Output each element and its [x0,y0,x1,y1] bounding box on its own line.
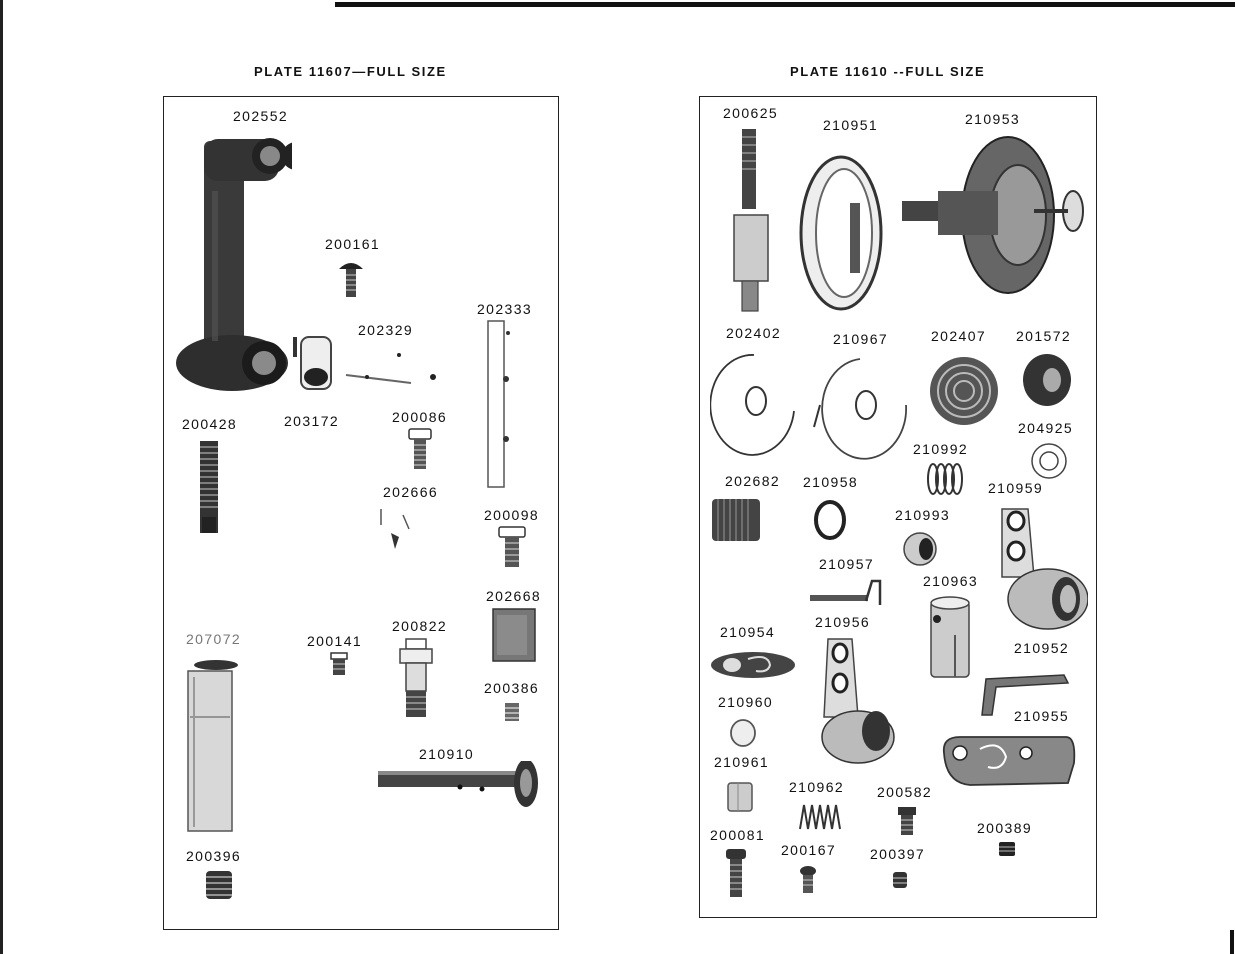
set-screw-icon [505,703,519,721]
part-label-200822: 200822 [392,618,448,634]
threaded-stud-icon [200,441,218,533]
flat-bar-icon [487,320,510,488]
part-label-202668: 202668 [486,588,542,604]
set-screw-icon [999,842,1015,856]
part-label-202333: 202333 [477,301,533,317]
set-screw-icon [206,871,232,899]
screw-icon [339,263,363,297]
plate-title-left: PLATE 11607—FULL SIZE [254,64,447,79]
part-label-200582: 200582 [877,784,933,800]
part-label-210993: 210993 [895,507,951,523]
screw-icon [898,807,916,835]
part-label-210963: 210963 [923,573,979,589]
tension-assembly-icon [902,136,1084,294]
top-rule [335,2,1235,7]
washer-icon [1031,443,1067,479]
part-label-200167: 200167 [781,842,837,858]
set-screw-icon [893,872,907,888]
disc-icon [730,719,756,747]
block-icon [492,608,536,662]
part-label-207072: 207072 [186,631,242,647]
nut-icon [1023,354,1071,406]
part-label-201572: 201572 [1016,328,1072,344]
part-label-210955: 210955 [1014,708,1070,724]
left-edge [0,0,3,954]
lever-icon [1001,508,1088,630]
pin-icon [727,782,753,812]
part-label-203172: 203172 [284,413,340,429]
part-label-200428: 200428 [182,416,238,432]
clip-icon [380,509,410,549]
part-label-210952: 210952 [1014,640,1070,656]
part-label-202407: 202407 [931,328,987,344]
part-label-202552: 202552 [233,108,289,124]
part-label-210958: 210958 [803,474,859,490]
part-label-200161: 200161 [325,236,381,252]
part-label-200081: 200081 [710,827,766,843]
washer-icon [814,500,846,540]
part-label-202402: 202402 [726,325,782,341]
part-label-200098: 200098 [484,507,540,523]
part-label-210992: 210992 [913,441,969,457]
part-label-210967: 210967 [833,331,889,347]
part-label-202329: 202329 [358,322,414,338]
part-label-202666: 202666 [383,484,439,500]
part-label-210961: 210961 [714,754,770,770]
part-label-200396: 200396 [186,848,242,864]
part-label-210953: 210953 [965,111,1021,127]
screw-icon [330,652,348,675]
shaft-icon [293,336,436,390]
screw-icon [498,526,526,567]
spring-icon [799,804,841,830]
part-label-210957: 210957 [819,556,875,572]
sleeve-icon [930,596,970,678]
stud-icon [399,638,433,717]
part-label-200141: 200141 [307,633,363,649]
disc-icon [799,155,883,311]
screw-icon [726,849,746,897]
bracket-icon [981,674,1070,716]
plate-title-right: PLATE 11610 --FULL SIZE [790,64,986,79]
part-label-210960: 210960 [718,694,774,710]
spring-coil-icon [930,357,998,425]
plate-icon [942,736,1076,786]
disc-icon [813,358,907,460]
part-label-202682: 202682 [725,473,781,489]
part-label-210959: 210959 [988,480,1044,496]
screw-icon [800,866,816,893]
part-label-200389: 200389 [977,820,1033,836]
spring-icon [927,463,963,495]
part-label-210954: 210954 [720,624,776,640]
plate-icon [711,652,795,678]
part-label-200386: 200386 [484,680,540,696]
sleeve-icon [712,499,760,541]
disc-icon [710,354,795,456]
shaft-icon [378,761,538,807]
part-label-200397: 200397 [870,846,926,862]
plate-11610: 200625 210951 210953 202402 210967 20240… [699,96,1097,918]
part-label-210956: 210956 [815,614,871,630]
part-label-210962: 210962 [789,779,845,795]
tube-icon [187,660,238,832]
collar-icon [903,532,937,566]
right-edge-mark [1230,930,1234,954]
plate-11607: 202552 200161 202333 202329 200428 20317… [163,96,559,930]
part-label-200086: 200086 [392,409,448,425]
bent-arm-icon [176,138,292,391]
stud-icon [733,129,769,312]
part-label-200625: 200625 [723,105,779,121]
part-label-210951: 210951 [823,117,879,133]
lever-icon [821,638,895,764]
screw-icon [408,428,432,469]
bar-icon [810,579,882,605]
part-label-210910: 210910 [419,746,475,762]
part-label-204925: 204925 [1018,420,1074,436]
